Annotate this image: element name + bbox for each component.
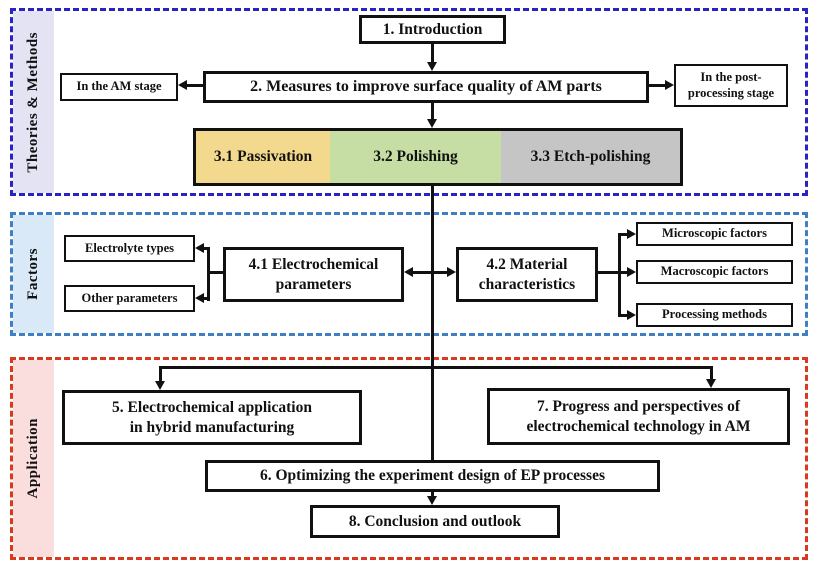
- connector-41-bracket-stem: [207, 271, 225, 274]
- node-etch-polishing: 3.3 Etch-polishing: [501, 131, 680, 183]
- connector-6-to-8: [431, 492, 434, 497]
- connector-to-macroscopic: [621, 271, 629, 274]
- node-am-stage: In the AM stage: [60, 73, 178, 101]
- node-macroscopic-factors: Macroscopic factors: [636, 260, 793, 284]
- arrow-left-icon: [404, 267, 413, 277]
- connector-branch-to-5: [159, 366, 162, 382]
- arrow-down-icon: [706, 379, 716, 388]
- connector-41-bracket: [207, 247, 210, 301]
- section-strip-application: Application: [13, 360, 54, 557]
- connector-intro-to-measures: [431, 44, 434, 64]
- node-optimizing-ep: 6. Optimizing the experiment design of E…: [205, 460, 660, 492]
- arrow-left-icon: [195, 243, 204, 253]
- arrow-down-icon: [427, 62, 437, 71]
- node-polishing: 3.2 Polishing: [330, 131, 501, 183]
- node-material-characteristics: 4.2 Material characteristics: [456, 247, 598, 302]
- section-strip-theories: Theories & Methods: [13, 11, 54, 193]
- arrow-left-icon: [178, 80, 187, 90]
- node-post-processing-stage: In the post- processing stage: [674, 64, 788, 107]
- connector-measures-to-am-stage: [186, 84, 204, 87]
- node-electrochemical-parameters: 4.1 Electrochemical parameters: [223, 247, 404, 302]
- node-electrolyte-types: Electrolyte types: [64, 235, 195, 262]
- connector-to-microscopic: [621, 233, 629, 236]
- connector-measures-to-group3: [431, 103, 434, 120]
- arrow-right-icon: [665, 80, 674, 90]
- section-application: Application: [10, 357, 808, 560]
- connector-41-42: [413, 271, 447, 274]
- section-label-application: Application: [25, 418, 41, 499]
- section-theories-methods: Theories & Methods: [10, 8, 808, 196]
- node-hybrid-manufacturing: 5. Electrochemical application in hybrid…: [62, 390, 362, 445]
- node-processing-methods: Processing methods: [636, 303, 793, 327]
- connector-to-processing: [621, 314, 629, 317]
- node-measures: 2. Measures to improve surface quality o…: [203, 71, 649, 103]
- connector-branch-to-7: [710, 366, 713, 380]
- arrow-right-icon: [627, 229, 636, 239]
- arrow-left-icon: [195, 293, 204, 303]
- section-label-factors: Factors: [25, 248, 41, 300]
- connector-measures-to-post-stage: [649, 84, 667, 87]
- node-introduction: 1. Introduction: [359, 15, 506, 44]
- node-other-parameters: Other parameters: [64, 285, 195, 312]
- section-factors: Factors: [10, 212, 808, 336]
- connector-42-bracket: [618, 233, 621, 317]
- connector-central-spine: [431, 186, 434, 462]
- connector-to-electrolyte: [203, 247, 209, 250]
- connector-42-bracket-stem: [598, 271, 621, 274]
- node-group-3: 3.1 Passivation 3.2 Polishing 3.3 Etch-p…: [193, 128, 683, 186]
- arrow-down-icon: [427, 496, 437, 505]
- connector-to-other-params: [203, 297, 209, 300]
- arrow-right-icon: [627, 267, 636, 277]
- section-strip-factors: Factors: [13, 215, 54, 333]
- arrow-right-icon: [627, 310, 636, 320]
- node-progress-perspectives: 7. Progress and perspectives of electroc…: [487, 388, 790, 445]
- node-passivation: 3.1 Passivation: [196, 131, 330, 183]
- arrow-down-icon: [155, 381, 165, 390]
- section-label-theories-methods: Theories & Methods: [25, 31, 41, 173]
- node-conclusion: 8. Conclusion and outlook: [310, 505, 560, 538]
- arrow-down-icon: [427, 119, 437, 128]
- connector-branch: [159, 366, 713, 369]
- node-microscopic-factors: Microscopic factors: [636, 222, 793, 246]
- arrow-right-icon: [447, 267, 456, 277]
